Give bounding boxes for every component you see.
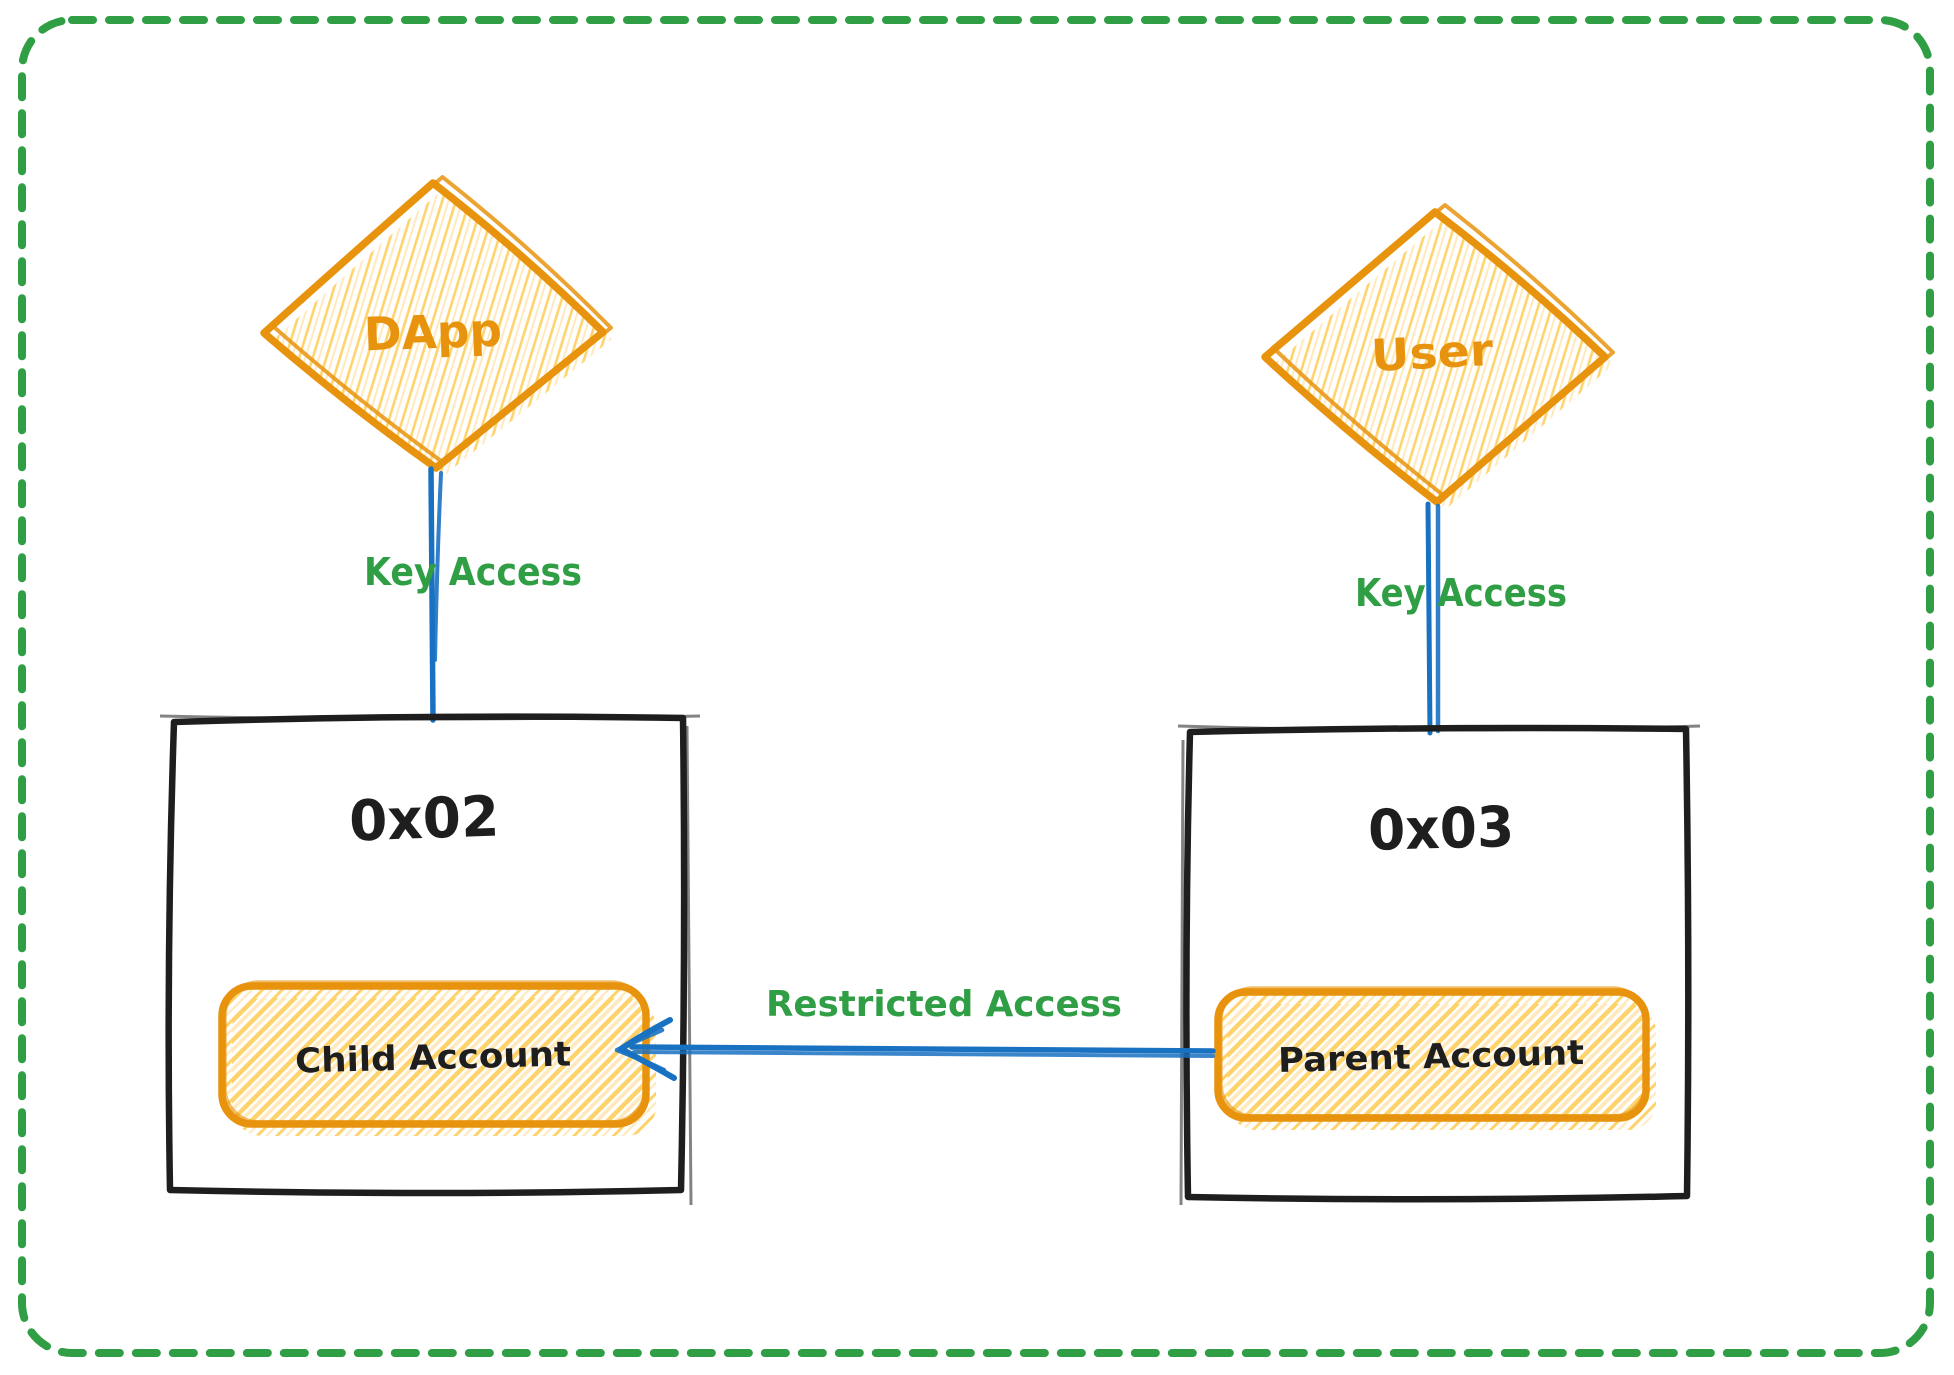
wallet-0x03-box: 0x03 Parent Account [1177, 724, 1701, 1206]
wallet-0x02-label: 0x02 [348, 784, 500, 854]
restricted-access-arrow: Restricted Access [614, 984, 1216, 1081]
canvas-border [18, 16, 1934, 1357]
wallet-0x02-box: 0x02 Child Account [159, 713, 701, 1206]
wallet-0x03-label: 0x03 [1367, 795, 1515, 864]
dapp-label: DApp [363, 303, 503, 362]
child-account-box: Child Account [218, 980, 656, 1136]
user-key-edge: Key Access [1355, 501, 1567, 736]
dapp-diamond: DApp [260, 175, 613, 475]
key-access-label-left: Key Access [364, 550, 582, 594]
restricted-access-label: Restricted Access [766, 984, 1122, 1025]
dapp-key-edge: Key Access [364, 466, 582, 723]
user-label: User [1370, 325, 1495, 382]
user-diamond: User [1261, 203, 1615, 509]
parent-account-label: Parent Account [1278, 1033, 1585, 1081]
key-access-label-right: Key Access [1355, 571, 1567, 615]
parent-account-box: Parent Account [1214, 986, 1656, 1130]
child-account-label: Child Account [295, 1034, 572, 1081]
